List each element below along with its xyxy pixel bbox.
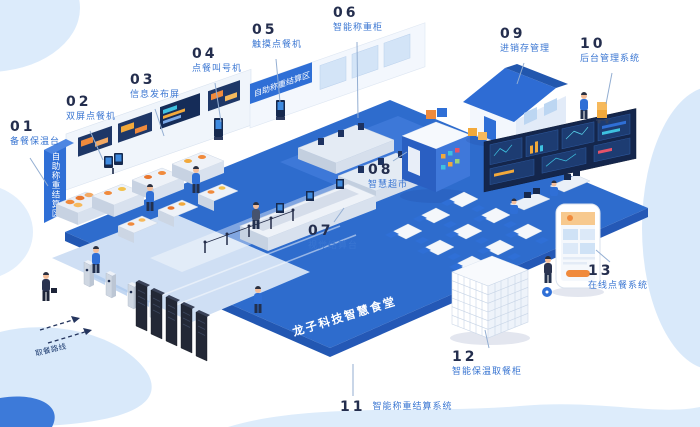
callout-12-pickup-cabinet: 12 智能保温取餐柜 — [452, 350, 522, 377]
server-racks — [135, 280, 210, 362]
callout-02-dual-screen-order: 02 双屏点餐机 — [66, 95, 116, 122]
smart-pickup-cabinet — [450, 255, 530, 345]
callout-number: 10 — [580, 36, 606, 52]
people — [42, 92, 610, 313]
person — [252, 202, 260, 229]
person — [92, 246, 100, 273]
operator-desk — [509, 188, 551, 214]
callout-06-smart-weighing-cabinet: 06 智能称重柜 — [333, 6, 383, 33]
callout-number: 13 — [588, 263, 614, 279]
person — [42, 272, 57, 301]
callout-number: 03 — [130, 72, 156, 88]
callout-05-touch-order: 05 触摸点餐机 — [252, 23, 302, 50]
callout-label: 备餐保温台 — [10, 137, 61, 147]
callout-03-info-display: 03 信息发布屏 — [130, 73, 180, 100]
callout-number: 11 — [340, 399, 366, 415]
callout-label: 智能保温取餐柜 — [452, 367, 523, 377]
left-area-text: 自助称重结算区 — [50, 151, 60, 218]
menu-screen — [118, 111, 152, 143]
app-order-button — [566, 270, 590, 277]
callout-label: 后台管理系统 — [580, 54, 641, 64]
callout-label: 触摸点餐机 — [252, 40, 303, 50]
person — [192, 166, 200, 193]
callout-number: 12 — [452, 349, 478, 365]
callout-09-inventory-management: 09 进销存管理 — [500, 27, 550, 54]
visual-checkout-counter — [239, 179, 377, 251]
callout-number: 01 — [10, 119, 36, 135]
kiosk-sign — [437, 108, 447, 117]
callout-number: 04 — [192, 46, 218, 62]
callout-label: 智慧超市 — [368, 180, 409, 190]
briefcase — [51, 288, 57, 293]
checkout-monitor — [276, 179, 344, 213]
phone-mockup — [542, 203, 604, 297]
callout-number: 09 — [500, 26, 526, 42]
top-wall: 自助称重结算区 — [249, 22, 426, 129]
callout-number: 02 — [66, 94, 92, 110]
serving-counters — [91, 151, 239, 243]
callout-label: 智能称重结算系统 — [372, 401, 453, 412]
callout-number: 08 — [368, 162, 394, 178]
person — [254, 286, 262, 313]
callout-07-visual-checkout: 07 视觉结算台 — [308, 224, 358, 251]
callout-number: 07 — [308, 223, 334, 239]
queue-stanchions — [203, 208, 295, 253]
person — [580, 92, 588, 119]
callout-01-warming-station: 01 备餐保温台 — [10, 120, 60, 147]
person — [146, 184, 154, 211]
callout-04-order-calling: 04 点餐叫号机 — [192, 47, 242, 74]
callout-13-online-ordering: 13 在线点餐系统 — [588, 264, 648, 291]
callout-number: 05 — [252, 22, 278, 38]
person — [544, 256, 552, 283]
dual-screen-order-machine — [104, 153, 123, 174]
callout-10-backend-management: 10 后台管理系统 — [580, 37, 640, 64]
callout-label: 在线点餐系统 — [588, 281, 649, 291]
callout-label: 进销存管理 — [500, 44, 551, 54]
touch-order-kiosk — [276, 100, 285, 120]
kiosk-sign — [426, 110, 436, 119]
hand-truck-with-boxes — [596, 102, 610, 124]
callout-label: 信息发布屏 — [130, 90, 181, 100]
app-banner — [561, 212, 595, 225]
callout-label: 智能称重柜 — [333, 23, 384, 33]
callout-label: 双屏点餐机 — [66, 112, 117, 122]
callout-label: 视觉结算台 — [308, 241, 359, 251]
entrance-turnstiles — [83, 260, 160, 321]
leader-lines — [29, 41, 613, 396]
control-screen-wall — [483, 108, 637, 214]
area-banner — [250, 62, 312, 104]
order-calling-kiosk — [214, 118, 223, 140]
menu-screen — [208, 80, 240, 112]
smart-supermarket-kiosk — [400, 108, 472, 203]
callout-08-smart-supermarket: 08 智慧超市 — [368, 163, 408, 190]
callout-number: 06 — [333, 5, 359, 21]
callout-label: 点餐叫号机 — [192, 64, 243, 74]
callout-11-weighing-settlement-system: 11 智能称重结算系统 — [340, 400, 453, 414]
operator-desk — [549, 170, 591, 196]
